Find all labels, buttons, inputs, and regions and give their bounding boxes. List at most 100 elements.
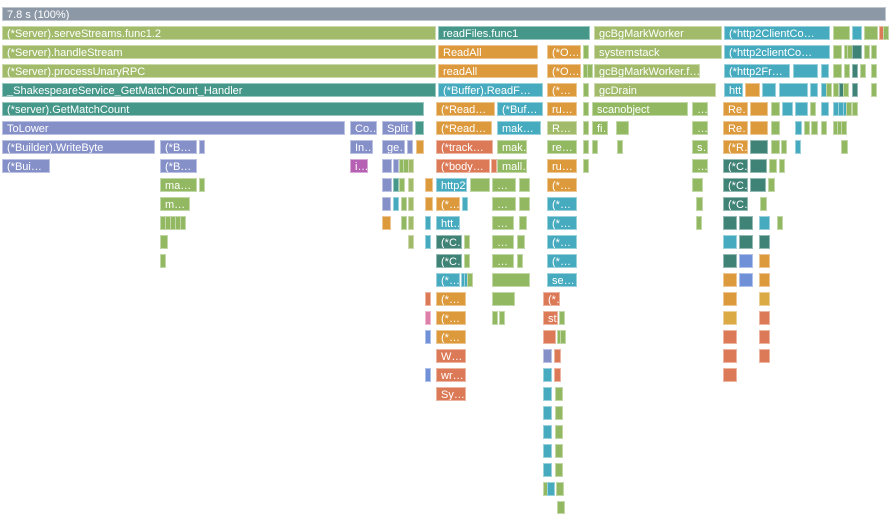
- flame-frame-sliver[interactable]: [556, 482, 564, 496]
- flame-frame[interactable]: mak…: [497, 140, 527, 154]
- flame-frame-sliver[interactable]: [723, 235, 737, 249]
- flame-frame-sliver[interactable]: [762, 83, 776, 97]
- flame-frame[interactable]: systemstack: [594, 45, 722, 59]
- flame-frame-sliver[interactable]: [160, 254, 166, 268]
- flame-frame-sliver[interactable]: [811, 121, 818, 135]
- flame-frame[interactable]: gcBgMarkWorker: [594, 26, 722, 40]
- flame-frame-sliver[interactable]: [760, 197, 767, 211]
- flame-frame[interactable]: (*O…: [547, 64, 581, 78]
- flame-frame[interactable]: (*server).GetMatchCount: [2, 102, 424, 116]
- flame-frame-sliver[interactable]: [750, 102, 768, 116]
- flame-frame-sliver[interactable]: [425, 235, 431, 249]
- flame-frame-sliver[interactable]: [810, 102, 816, 116]
- flame-frame-sliver[interactable]: [771, 102, 780, 116]
- flame-frame-sliver[interactable]: [408, 235, 414, 249]
- flame-frame[interactable]: (*…: [543, 292, 560, 306]
- flame-frame-sliver[interactable]: [871, 83, 877, 97]
- flame-frame-sliver[interactable]: [467, 273, 473, 287]
- flame-frame-sliver[interactable]: [745, 83, 760, 97]
- flame-frame-sliver[interactable]: [739, 254, 753, 268]
- flame-frame[interactable]: (*Bui…: [2, 159, 50, 173]
- flame-frame[interactable]: Sy…: [436, 387, 466, 401]
- flame-frame[interactable]: (*http2clientCo…: [724, 45, 830, 59]
- flame-frame-sliver[interactable]: [492, 292, 515, 306]
- flame-frame-sliver[interactable]: [779, 159, 785, 173]
- flame-frame[interactable]: R…: [547, 121, 577, 135]
- flame-frame-sliver[interactable]: [462, 197, 468, 211]
- flame-frame-sliver[interactable]: [543, 387, 552, 401]
- flame-frame[interactable]: (*Server).handleStream: [2, 45, 436, 59]
- flame-frame-sliver[interactable]: [425, 330, 431, 344]
- flame-frame[interactable]: (*…: [547, 216, 577, 230]
- flame-frame[interactable]: st…: [543, 311, 558, 325]
- flame-frame[interactable]: …: [492, 197, 516, 211]
- flame-frame-sliver[interactable]: [759, 273, 770, 287]
- flame-frame[interactable]: (*http2Fr…: [724, 64, 790, 78]
- flame-frame-sliver[interactable]: [833, 45, 842, 59]
- flame-frame[interactable]: (*…: [436, 292, 466, 306]
- flame-frame[interactable]: mall…: [497, 159, 527, 173]
- flame-root-frame[interactable]: 7.8 s (100%): [2, 7, 886, 21]
- flame-frame[interactable]: (*…: [547, 178, 577, 192]
- flame-frame-sliver[interactable]: [723, 292, 737, 306]
- flame-frame-sliver[interactable]: [560, 330, 566, 344]
- flame-frame-sliver[interactable]: [617, 140, 623, 154]
- flame-frame-sliver[interactable]: [583, 102, 589, 116]
- flame-frame-sliver[interactable]: [425, 216, 431, 230]
- flame-frame[interactable]: (*…: [547, 254, 577, 268]
- flame-frame-sliver[interactable]: [554, 349, 561, 363]
- flame-frame-sliver[interactable]: [723, 368, 737, 382]
- flame-frame-sliver[interactable]: [399, 178, 405, 192]
- flame-frame-sliver[interactable]: [759, 311, 770, 325]
- flame-frame[interactable]: (*B…: [160, 140, 197, 154]
- flame-frame-sliver[interactable]: [833, 64, 842, 78]
- flame-frame-sliver[interactable]: [557, 501, 565, 514]
- flame-frame[interactable]: ReadAll: [438, 45, 538, 59]
- flame-frame-sliver[interactable]: [382, 216, 391, 230]
- flame-frame[interactable]: fi…: [592, 121, 608, 135]
- flame-frame-sliver[interactable]: [592, 140, 598, 154]
- flame-frame-sliver[interactable]: [843, 83, 849, 97]
- flame-frame[interactable]: …: [692, 121, 708, 135]
- flame-frame-sliver[interactable]: [519, 178, 530, 192]
- flame-frame[interactable]: ru…: [547, 102, 577, 116]
- flame-frame-sliver[interactable]: [795, 140, 801, 154]
- flame-frame[interactable]: ge…: [382, 140, 405, 154]
- flame-frame[interactable]: (*Read…: [436, 121, 492, 135]
- flame-frame-sliver[interactable]: [425, 311, 431, 325]
- flame-frame[interactable]: (*…: [547, 197, 577, 211]
- flame-frame[interactable]: Re…: [723, 121, 748, 135]
- flame-frame-sliver[interactable]: [768, 178, 775, 192]
- flame-frame-sliver[interactable]: [723, 311, 737, 325]
- flame-frame-sliver[interactable]: [543, 406, 552, 420]
- flame-frame-sliver[interactable]: [864, 26, 878, 40]
- flame-frame[interactable]: (*Server).processUnaryRPC: [2, 64, 436, 78]
- flame-frame[interactable]: (*O…: [547, 45, 581, 59]
- flame-frame[interactable]: (*…: [436, 273, 460, 287]
- flame-frame-sliver[interactable]: [844, 64, 850, 78]
- flame-frame-sliver[interactable]: [415, 121, 424, 135]
- flame-frame[interactable]: http2t…: [436, 178, 467, 192]
- flame-frame[interactable]: (*Buf…: [497, 102, 543, 116]
- flame-frame[interactable]: W…: [436, 349, 466, 363]
- flame-frame-sliver[interactable]: [723, 273, 737, 287]
- flame-frame[interactable]: readAll: [438, 64, 538, 78]
- flame-frame-sliver[interactable]: [750, 178, 766, 192]
- flame-frame[interactable]: scanobject: [592, 102, 688, 116]
- flame-frame-sliver[interactable]: [543, 368, 552, 382]
- flame-frame-sliver[interactable]: [781, 140, 787, 154]
- flame-frame[interactable]: (*…: [436, 311, 466, 325]
- flame-frame-sliver[interactable]: [739, 216, 753, 230]
- flame-frame[interactable]: (*…: [547, 83, 577, 97]
- flame-frame[interactable]: mak…: [497, 121, 541, 135]
- flame-frame-sliver[interactable]: [833, 83, 839, 97]
- flame-frame-sliver[interactable]: [841, 140, 848, 154]
- flame-frame-sliver[interactable]: [492, 273, 530, 287]
- flame-frame-sliver[interactable]: [199, 140, 205, 154]
- flame-frame[interactable]: …: [492, 178, 516, 192]
- flame-frame[interactable]: (*…: [436, 330, 466, 344]
- flame-frame-sliver[interactable]: [759, 254, 770, 268]
- flame-frame-sliver[interactable]: [559, 311, 565, 325]
- flame-frame-sliver[interactable]: [408, 197, 414, 211]
- flame-frame-sliver[interactable]: [739, 273, 753, 287]
